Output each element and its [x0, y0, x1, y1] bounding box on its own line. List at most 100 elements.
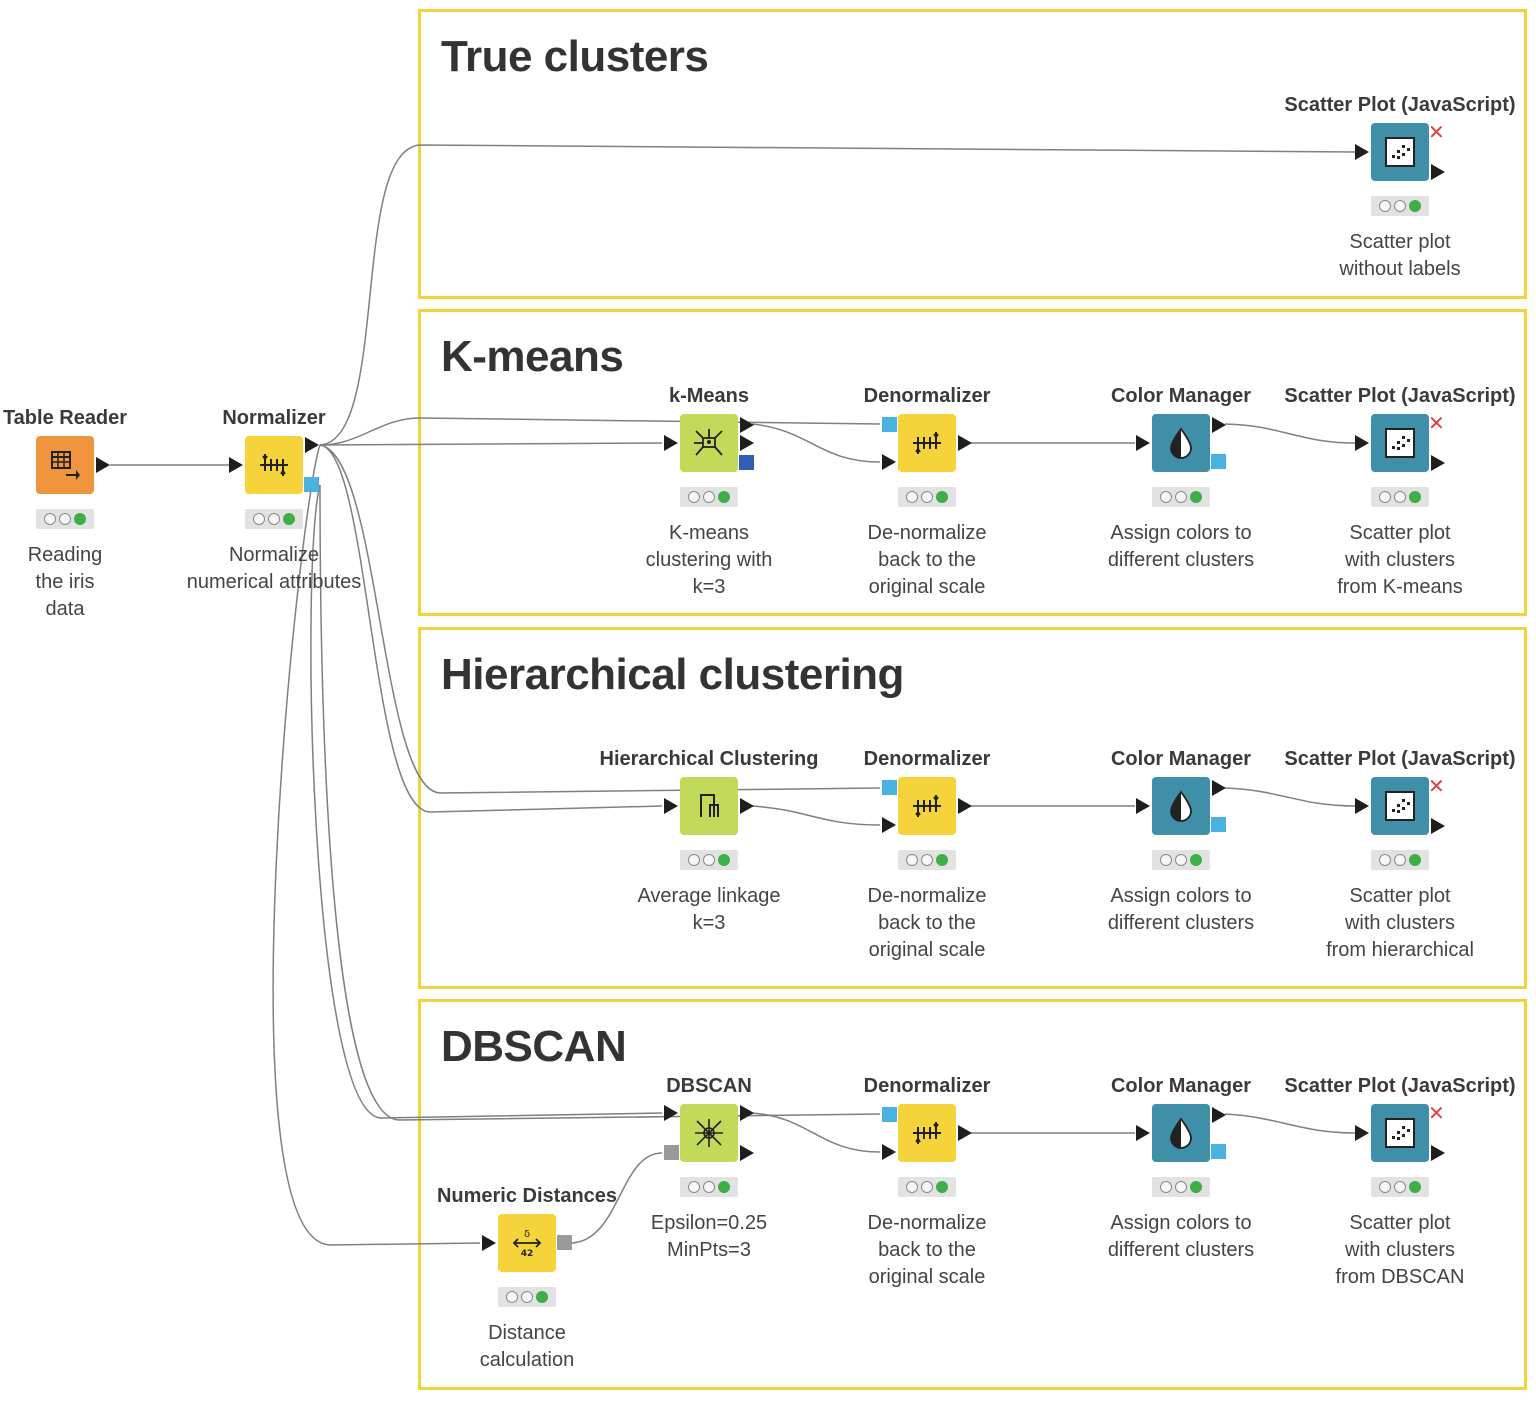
connection-wire[interactable] [1224, 423, 1356, 444]
input-port[interactable] [1355, 798, 1369, 814]
output-port[interactable] [740, 798, 754, 814]
connection-wire[interactable] [319, 444, 881, 794]
annotation-true-clusters[interactable]: True clusters [418, 9, 1527, 299]
scatter-plot-node-body[interactable] [1371, 123, 1429, 181]
denormalizer-node-body[interactable] [898, 777, 956, 835]
output-port[interactable] [740, 417, 754, 433]
output-port[interactable] [305, 437, 319, 453]
input-port[interactable] [1136, 435, 1150, 451]
table-reader-node-body[interactable] [36, 436, 94, 494]
connection-wire[interactable] [751, 423, 881, 463]
input-port[interactable] [1355, 144, 1369, 160]
output-port[interactable] [1431, 818, 1445, 834]
input-port[interactable] [1355, 1125, 1369, 1141]
output-port[interactable] [96, 457, 110, 473]
model-output-port[interactable] [1211, 817, 1226, 832]
denormalizer-node-body[interactable] [898, 1104, 956, 1162]
input-port[interactable] [882, 1144, 896, 1160]
model-output-port[interactable] [739, 455, 754, 470]
connection-wire[interactable] [319, 444, 663, 813]
output-port[interactable] [740, 1105, 754, 1121]
output-port[interactable] [740, 1145, 754, 1161]
connection-wire[interactable] [319, 484, 881, 1121]
color-manager-node-body[interactable] [1152, 414, 1210, 472]
model-input-port[interactable] [882, 780, 897, 795]
output-port[interactable] [958, 1125, 972, 1141]
input-port[interactable] [664, 798, 678, 814]
color-manager-node-body[interactable] [1152, 1104, 1210, 1162]
input-port[interactable] [664, 435, 678, 451]
model-output-port[interactable] [304, 477, 319, 492]
input-port[interactable] [482, 1235, 496, 1251]
connection-wire[interactable] [1224, 1113, 1356, 1134]
normalizer-node-body[interactable] [245, 436, 303, 494]
model-output-port[interactable] [1211, 1144, 1226, 1159]
color-manager-node-body[interactable] [1152, 777, 1210, 835]
scatter-plot-node-body[interactable] [1371, 1104, 1429, 1162]
distance-output-port[interactable] [557, 1235, 572, 1250]
connection-wire[interactable] [319, 442, 663, 446]
hierarchical-clustering-node-body[interactable] [680, 777, 738, 835]
output-port[interactable] [1431, 1145, 1445, 1161]
connection-wire[interactable] [319, 417, 881, 446]
input-port[interactable] [882, 817, 896, 833]
dbscan-node-body[interactable] [680, 1104, 738, 1162]
connection-wire[interactable] [571, 1152, 663, 1244]
input-port[interactable] [1136, 798, 1150, 814]
distance-input-port[interactable] [664, 1145, 679, 1160]
denormalizer-node-body[interactable] [898, 414, 956, 472]
output-port[interactable] [1212, 780, 1226, 796]
output-port[interactable] [1212, 417, 1226, 433]
output-port[interactable] [740, 435, 754, 451]
output-port[interactable] [1431, 164, 1445, 180]
node-scatter-plot-true[interactable]: Scatter Plot (JavaScript) ✕ Scatter plot… [1280, 94, 1520, 280]
output-port[interactable] [958, 435, 972, 451]
connection-wire[interactable] [310, 484, 663, 1119]
input-port[interactable] [1355, 435, 1369, 451]
connection-wire[interactable] [272, 444, 481, 1246]
connection-wire[interactable] [751, 805, 881, 826]
k-means-node-body[interactable] [680, 414, 738, 472]
scatter-plot-node-body[interactable] [1371, 777, 1429, 835]
annotation-k-means[interactable]: K-means [418, 309, 1527, 616]
model-output-port[interactable] [1211, 454, 1226, 469]
model-input-port[interactable] [882, 417, 897, 432]
connection-wire[interactable] [751, 1112, 881, 1153]
output-port[interactable] [1431, 455, 1445, 471]
input-port[interactable] [664, 1105, 678, 1121]
node-scatter-plot-hierarchical[interactable]: Scatter Plot (JavaScript) ✕ Scatter plot… [1280, 748, 1520, 961]
scatter-plot-node-body[interactable] [1371, 414, 1429, 472]
input-port[interactable] [1136, 1125, 1150, 1141]
node-scatter-plot-dbscan[interactable]: Scatter Plot (JavaScript) ✕ Scatter plot… [1280, 1075, 1520, 1288]
model-input-port[interactable] [882, 1107, 897, 1122]
connection-wire[interactable] [1224, 787, 1356, 807]
input-port[interactable] [882, 454, 896, 470]
annotation-dbscan[interactable]: DBSCAN [418, 999, 1527, 1390]
